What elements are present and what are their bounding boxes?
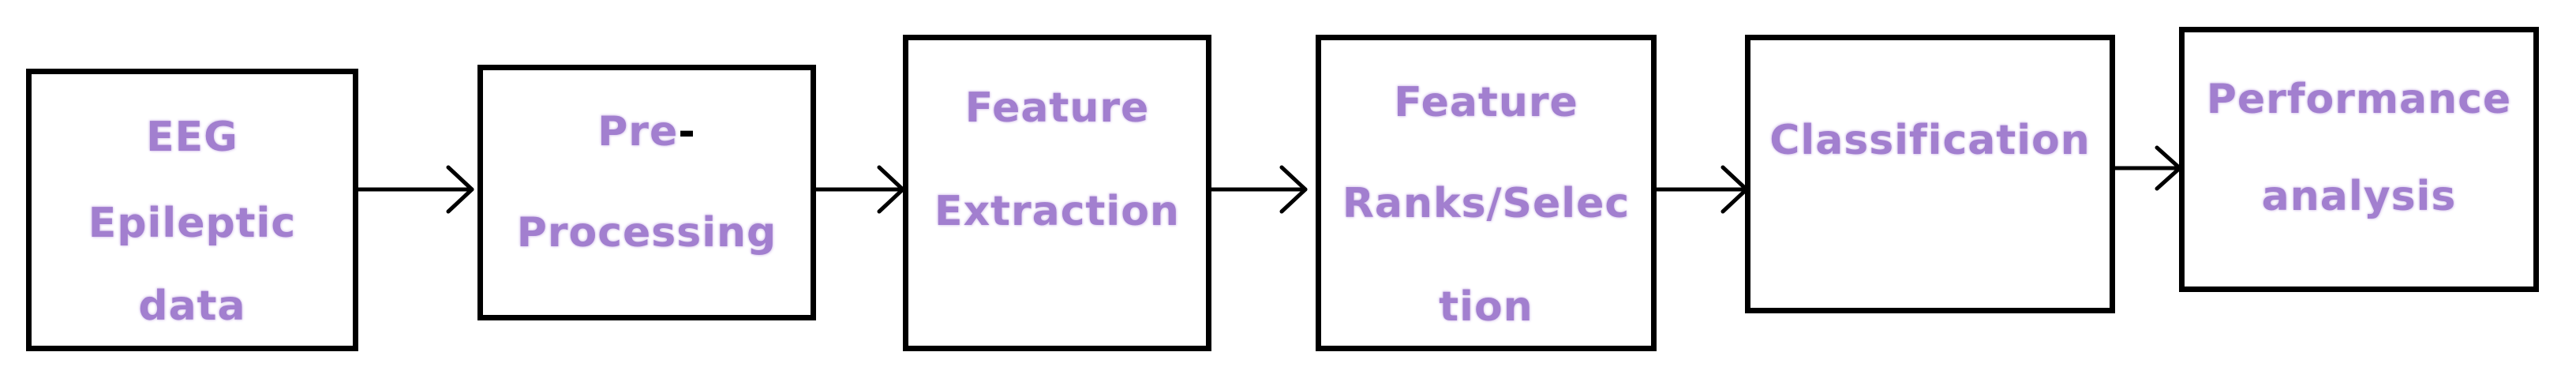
arrow-5 [2110,145,2182,191]
step-2-hyphen: - [678,108,696,155]
step-feature-extraction: Feature Extraction [903,35,1211,351]
arrow-2 [811,165,905,214]
step-6-line-1: Performance [2206,76,2512,123]
step-2-line-1: Pre- [483,111,811,152]
step-3-line-2: Extraction [934,188,1180,235]
step-3-line-1: Feature [964,84,1150,132]
step-classification: Classification [1745,35,2115,313]
step-2-pre-text: Pre [597,108,679,155]
arrow-4 [1652,165,1749,214]
step-1-line-3: data [138,283,246,330]
arrow-1 [355,165,474,214]
step-4-line-3: tion [1439,283,1533,331]
arrow-3 [1207,165,1308,214]
step-4-line-1: Feature [1394,79,1578,126]
step-1-line-1: EEG [146,114,238,161]
step-pre-processing: Pre- Processing [477,65,816,320]
step-6-line-2: analysis [2261,173,2457,220]
step-performance-analysis: Performance analysis [2179,27,2539,292]
step-1-line-2: Epileptic [88,200,297,247]
step-4-line-2: Ranks/Selec [1342,180,1631,227]
step-2-line-2: Processing [516,209,777,257]
step-eeg-epileptic-data: EEG Epileptic data [26,69,358,351]
step-5-line-1: Classification [1769,117,2091,164]
step-feature-ranks-selection: Feature Ranks/Selec tion [1316,35,1657,351]
